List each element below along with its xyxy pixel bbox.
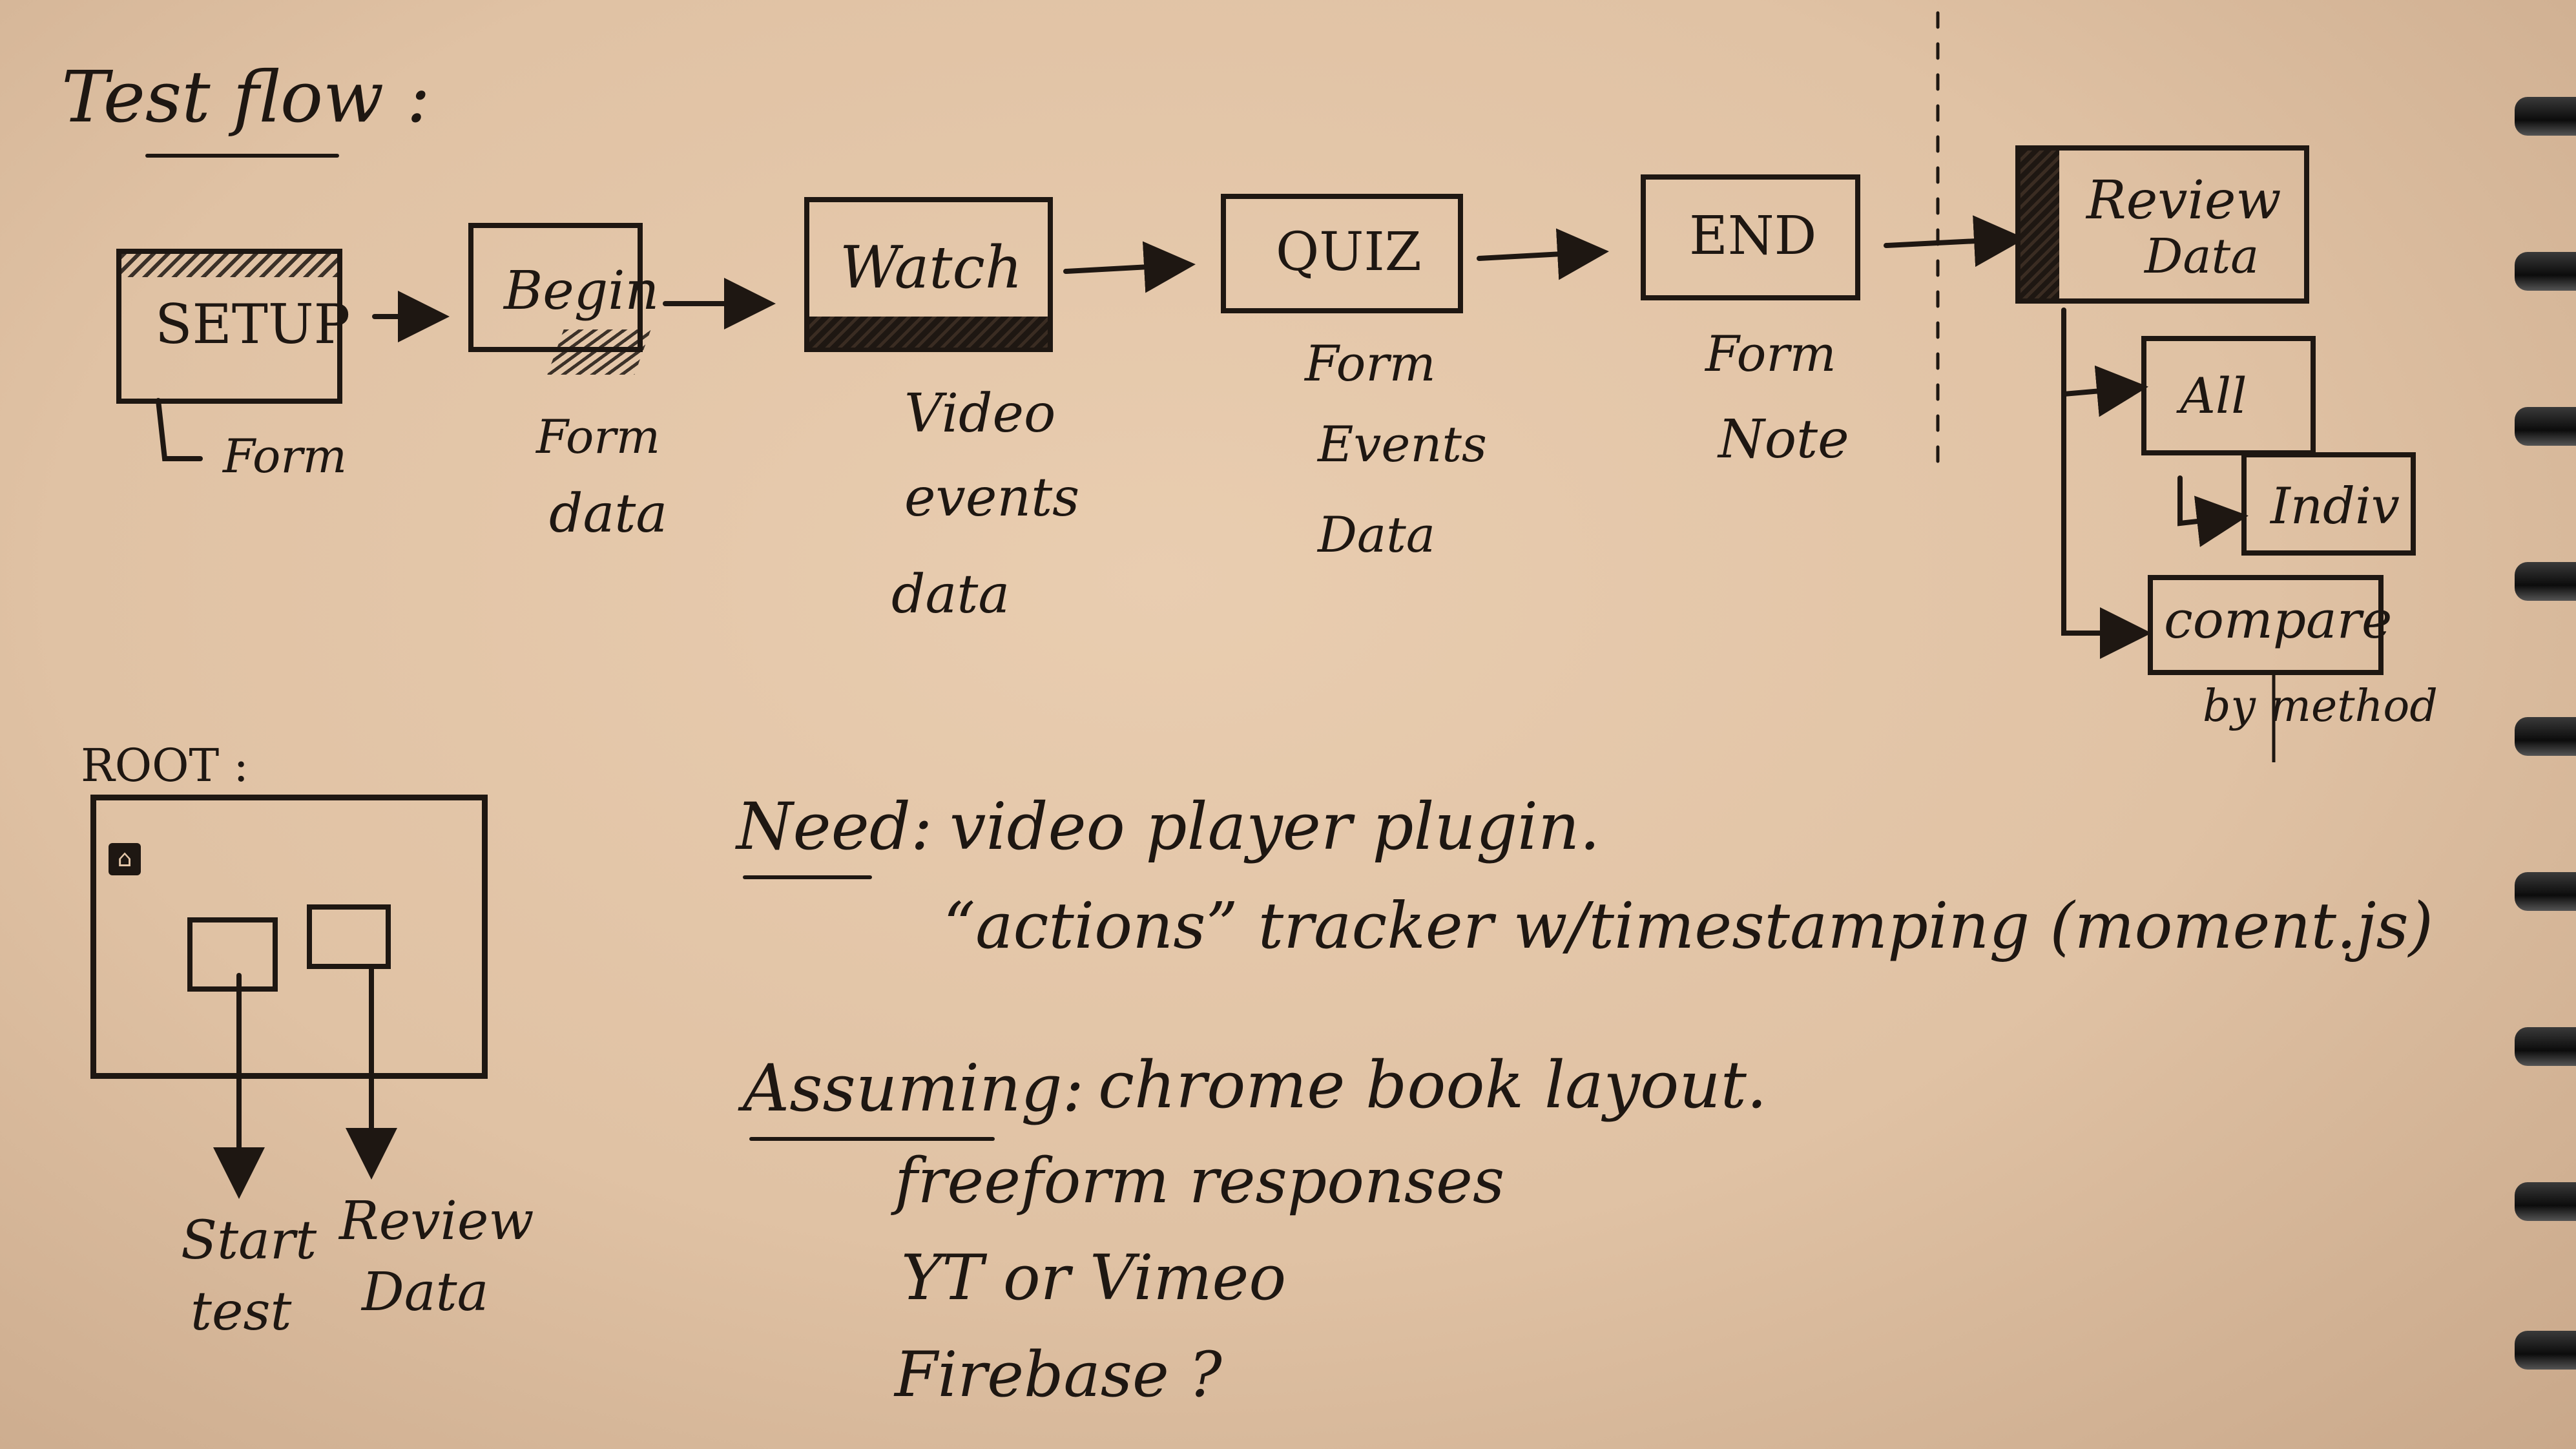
root-review-line1: Review [339, 1191, 534, 1252]
review-indiv-box [2241, 452, 2416, 556]
assuming-item-0: chrome book layout. [1098, 1047, 1767, 1123]
review-label-line1: Review [2086, 170, 2281, 231]
assuming-item-3: Firebase ? [895, 1339, 1222, 1411]
root-title: ROOT : [81, 739, 249, 792]
setup-label: SETUP [155, 293, 351, 356]
end-sub-1: Note [1718, 409, 1849, 470]
root-screen [90, 795, 488, 1079]
watch-sub-1: events [904, 467, 1080, 528]
root-review-line2: Data [362, 1262, 489, 1323]
watch-sub-2: data [891, 564, 1010, 625]
review-indiv-label: Indiv [2270, 477, 2400, 536]
quiz-sub-1: Events [1318, 415, 1487, 473]
end-sub-0: Form [1705, 325, 1836, 382]
quiz-sub-2: Data [1318, 506, 1436, 563]
review-tree-branch-indiv [2177, 475, 2249, 547]
assuming-item-2: YT or Vimeo [901, 1242, 1287, 1314]
review-all-box [2141, 336, 2316, 455]
need-item-1: “actions” tracker w/timestamping (moment… [943, 890, 2434, 963]
review-tree-trunk [2061, 308, 2152, 659]
quiz-sub-0: Form [1305, 335, 1436, 392]
heading-underline [145, 154, 339, 158]
root-start-test-card [187, 917, 278, 992]
setup-hook [156, 398, 203, 461]
end-label: END [1689, 205, 1817, 267]
review-label-line2: Data [2145, 229, 2259, 284]
home-icon: ⌂ [109, 843, 141, 875]
watch-label: Watch [840, 234, 1023, 302]
assuming-underline [749, 1137, 995, 1141]
root-start-line1: Start [181, 1210, 317, 1271]
review-compare-label: compare [2164, 590, 2393, 650]
setup-sub-0: Form [223, 429, 348, 483]
review-compare-note: by method [2203, 681, 2438, 732]
page-heading: Test flow : [61, 56, 431, 138]
root-start-line2: test [191, 1281, 292, 1342]
quiz-label: QUIZ [1276, 222, 1422, 283]
review-all-label: All [2180, 367, 2247, 424]
assuming-item-1: freeform responses [895, 1145, 1505, 1217]
need-underline [743, 875, 872, 879]
review-tree-branch-all [2061, 365, 2148, 417]
assuming-label: Assuming: [743, 1050, 1085, 1126]
root-review-data-card [307, 904, 391, 969]
arrow-end-review [1884, 215, 2026, 267]
begin-sub-0: Form [536, 410, 661, 464]
watch-sub-0: Video [904, 383, 1056, 444]
review-compare-box [2148, 575, 2384, 675]
need-label: Need: [736, 789, 933, 864]
begin-sub-1: data [549, 483, 668, 545]
begin-label: Begin [504, 260, 660, 322]
arrow-quiz-end [1477, 228, 1609, 280]
need-item-0: video player plugin. [950, 789, 1601, 864]
arrow-watch-quiz [1063, 241, 1196, 293]
